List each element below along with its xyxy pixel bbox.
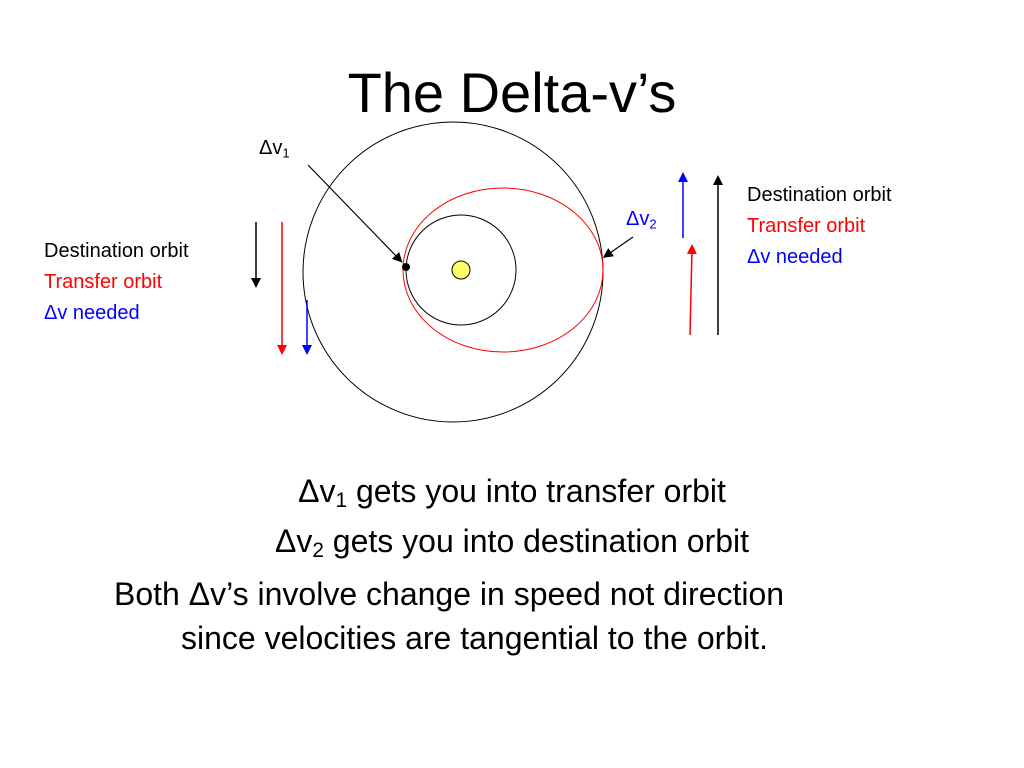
- slide-title: The Delta-v’s: [347, 61, 677, 124]
- bullet-2-rest: gets you into destination orbit: [323, 523, 750, 559]
- dv2-label-sub: 2: [649, 216, 657, 232]
- dv2-label: Δv2: [626, 207, 657, 231]
- legend-left-transfer: Transfer orbit: [44, 271, 163, 293]
- bullet-3-line2: since velocities are tangential to the o…: [181, 620, 768, 656]
- bullet-1: Δv1 gets you into transfer orbit: [0, 466, 1024, 516]
- bullet-2: Δv2 gets you into destination orbit: [0, 516, 1024, 566]
- bullet-1-rest: gets you into transfer orbit: [347, 473, 726, 509]
- bullet-3-line1: Both Δv’s involve change in speed not di…: [114, 576, 785, 612]
- bullet-3: Both Δv’s involve change in speed not di…: [114, 572, 974, 660]
- dv2-label-base: Δv: [626, 208, 650, 230]
- spacecraft-dot: [402, 263, 410, 271]
- legend-right-destination: Destination orbit: [747, 184, 892, 206]
- legend-right-needed: Δv needed: [747, 246, 843, 268]
- dv2-pointer-arrow: [602, 236, 634, 258]
- legend-left: Destination orbit Transfer orbit Δv need…: [44, 236, 189, 329]
- legend-right-transfer: Transfer orbit: [747, 215, 866, 237]
- dv1-label-sub: 1: [282, 145, 290, 161]
- dv1-label: Δv1: [259, 136, 290, 160]
- sun-icon: [451, 260, 471, 280]
- bullet-list: Δv1 gets you into transfer orbit Δv2 get…: [0, 466, 1024, 656]
- bullet-2-base: Δv: [274, 523, 313, 559]
- dv1-label-base: Δv: [259, 137, 283, 159]
- transfer-orbit: [402, 187, 604, 353]
- legend-right: Destination orbit Transfer orbit Δv need…: [747, 180, 892, 273]
- legend-left-needed: Δv needed: [44, 302, 140, 324]
- dv1-pointer-arrow: [307, 164, 403, 263]
- bullet-1-base: Δv: [298, 473, 336, 509]
- right-transfer-arrow: [686, 244, 697, 336]
- bullet-1-sub: 1: [335, 489, 348, 513]
- legend-left-destination: Destination orbit: [44, 240, 189, 262]
- bullet-2-sub: 2: [312, 539, 324, 563]
